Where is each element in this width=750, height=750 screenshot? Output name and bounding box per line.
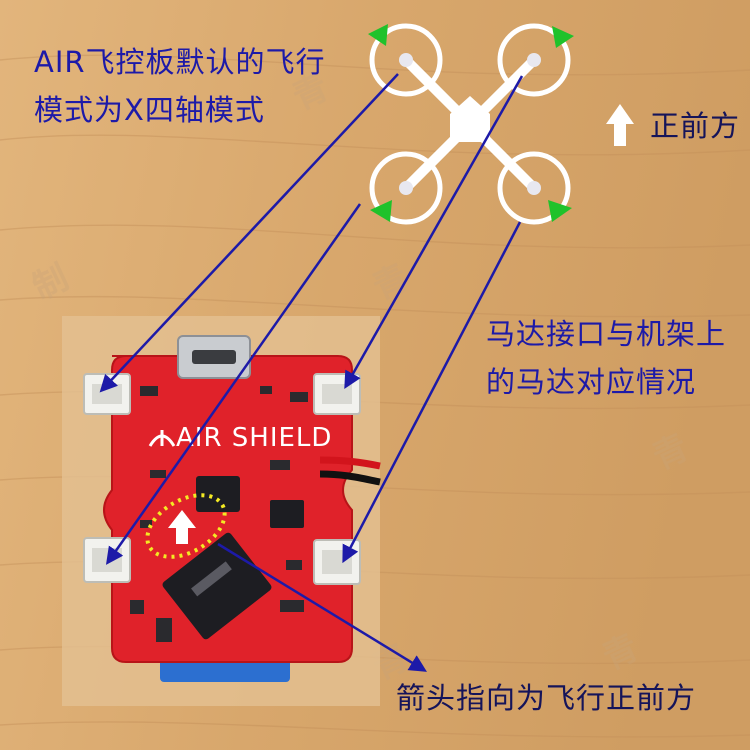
voltage-regulator-chip (270, 500, 304, 528)
rotation-arrow-icon (548, 200, 572, 222)
motor-front-left (369, 23, 443, 97)
rotation-arrow-icon (370, 200, 392, 222)
motor-connector-rear-right (313, 539, 361, 585)
default-mode-note: AIR飞控板默认的飞行模式为X四轴模式 (34, 45, 326, 127)
motor-front-right (497, 23, 571, 97)
motor-connector-front-right (313, 373, 361, 415)
usb-slot (192, 350, 236, 364)
smd-components (130, 386, 308, 642)
rotation-arrow-icon (552, 26, 574, 48)
up-arrow-icon (168, 510, 196, 544)
battery-wire-black (319, 470, 381, 486)
board-silkscreen: AIR SHIELD (176, 423, 332, 453)
air-shield-logo-icon (148, 430, 176, 447)
frame-center-pointer (450, 96, 490, 142)
direction-highlight (145, 493, 227, 559)
sensor-chip (196, 476, 240, 512)
arrow-direction-note: 箭头指向为飞行正前方 (396, 681, 697, 715)
rotation-arrow-icon (368, 24, 388, 46)
battery-wire-red (319, 456, 381, 470)
motor-rear-right (497, 151, 571, 225)
mcu-chip-label (191, 561, 232, 597)
motor-mapping-note: 马达接口与机架上的马达对应情况 (486, 317, 727, 399)
motor-rear-left (369, 151, 443, 225)
forward-arrow-icon (606, 104, 634, 146)
forward-label: 正前方 (650, 109, 741, 143)
quadcopter-frame-diagram (368, 23, 574, 225)
motor-connector-front-left (83, 373, 131, 415)
mapping-lines (99, 73, 524, 672)
motor-connector-rear-left (83, 537, 131, 583)
